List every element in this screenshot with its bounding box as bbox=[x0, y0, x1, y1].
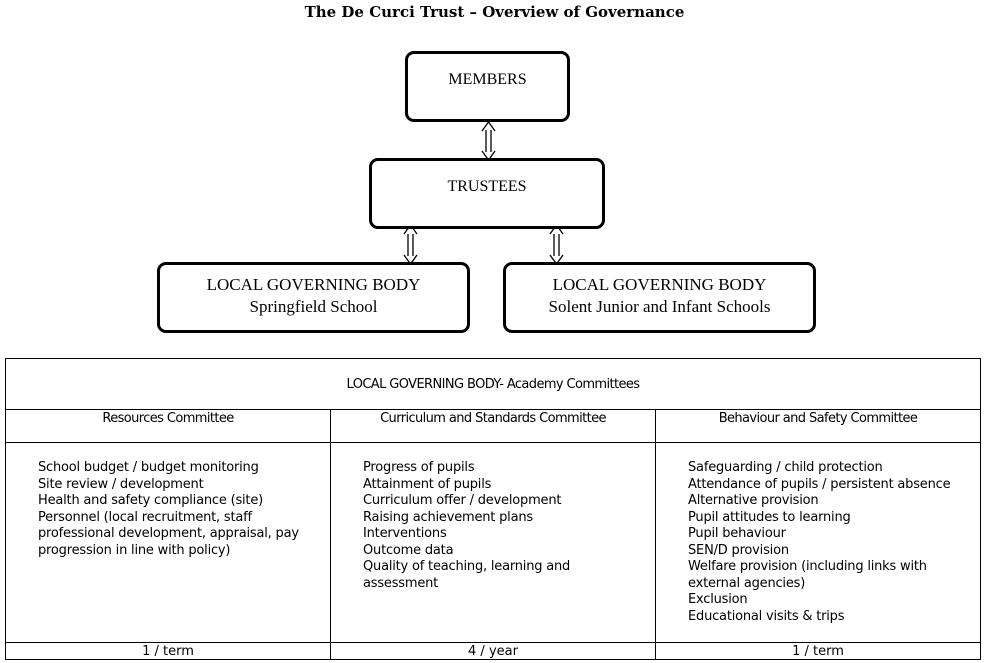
duty-item: Personnel (local recruitment, staff prof… bbox=[38, 509, 299, 558]
trustees-box: TRUSTEES bbox=[369, 158, 605, 229]
trustees-label: TRUSTEES bbox=[447, 178, 527, 195]
lgb-springfield-school: Springfield School bbox=[249, 297, 378, 316]
duty-item: Outcome data bbox=[363, 542, 454, 558]
committees-table: LOCAL GOVERNING BODY- Academy Committees… bbox=[5, 358, 981, 660]
committee-name: Curriculum and Standards Committee bbox=[331, 410, 655, 443]
committee-name: Resources Committee bbox=[6, 410, 330, 443]
duty-item: Educational visits & trips bbox=[688, 608, 845, 624]
duty-item: Welfare provision (including links with … bbox=[688, 559, 927, 591]
duty-item: Raising achievement plans bbox=[363, 509, 533, 525]
committee-duties: School budget / budget monitoring Site r… bbox=[6, 443, 330, 559]
arrow-members-trustees bbox=[481, 120, 496, 162]
duty-item: Attendance of pupils / persistent absenc… bbox=[688, 476, 951, 492]
duty-item: Curriculum offer / development bbox=[363, 493, 562, 508]
duty-item: Attainment of pupils bbox=[363, 476, 492, 492]
arrow-trustees-lgb-left bbox=[403, 223, 418, 266]
duty-item: SEN/D provision bbox=[688, 542, 789, 558]
duty-item: Pupil attitudes to learning bbox=[688, 509, 851, 525]
duty-item: Pupil behaviour bbox=[688, 526, 786, 541]
duty-item: Progress of pupils bbox=[363, 460, 475, 475]
lgb-solent-title: LOCAL GOVERNING BODY bbox=[552, 275, 767, 294]
duty-item: Exclusion bbox=[688, 592, 748, 607]
duty-item: School budget / budget monitoring bbox=[38, 460, 259, 475]
meeting-frequency: 4 / year bbox=[331, 642, 655, 659]
committee-duties: Safeguarding / child protection Attendan… bbox=[656, 443, 980, 625]
duty-item: Quality of teaching, learning and assess… bbox=[363, 559, 571, 591]
lgb-springfield-title: LOCAL GOVERNING BODY bbox=[206, 275, 421, 294]
committee-column-curriculum: Curriculum and Standards Committee Progr… bbox=[331, 410, 656, 659]
committee-column-behaviour: Behaviour and Safety Committee Safeguard… bbox=[656, 410, 980, 659]
committees-heading: LOCAL GOVERNING BODY- Academy Committees bbox=[6, 359, 980, 410]
committee-duties: Progress of pupils Attainment of pupils … bbox=[331, 443, 655, 592]
duty-item: Health and safety compliance (site) bbox=[38, 493, 263, 508]
page-title: The De Curci Trust – Overview of Governa… bbox=[304, 3, 685, 21]
duty-item: Interventions bbox=[363, 526, 447, 541]
meeting-frequency: 1 / term bbox=[656, 642, 980, 659]
duty-item: Alternative provision bbox=[688, 493, 819, 508]
lgb-solent-school: Solent Junior and Infant Schools bbox=[548, 297, 771, 316]
duty-item: Safeguarding / child protection bbox=[688, 460, 883, 475]
lgb-solent-box: LOCAL GOVERNING BODY Solent Junior and I… bbox=[503, 262, 816, 333]
duty-item: Site review / development bbox=[38, 476, 204, 492]
arrow-trustees-lgb-right bbox=[549, 223, 564, 266]
lgb-springfield-box: LOCAL GOVERNING BODY Springfield School bbox=[157, 262, 470, 333]
committee-name: Behaviour and Safety Committee bbox=[656, 410, 980, 443]
committee-column-resources: Resources Committee School budget / budg… bbox=[6, 410, 331, 659]
members-label: MEMBERS bbox=[448, 71, 527, 88]
members-box: MEMBERS bbox=[405, 51, 570, 122]
meeting-frequency: 1 / term bbox=[6, 642, 330, 659]
